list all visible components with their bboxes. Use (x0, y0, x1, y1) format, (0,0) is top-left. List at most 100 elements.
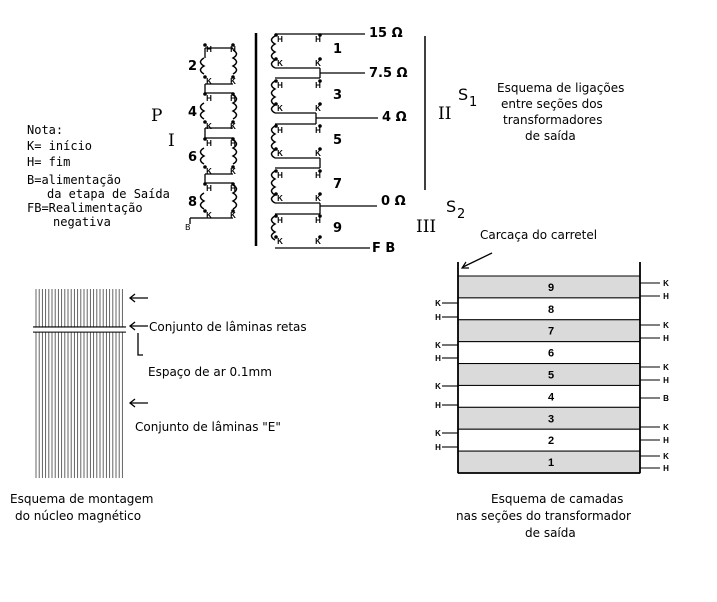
primary-mark-left-3: K (206, 122, 212, 131)
primary-mark-right-4: H (230, 139, 236, 148)
secondary-mark-left-1: K (277, 59, 283, 68)
note-title: Nota: (27, 123, 64, 137)
layer-lead-left-6: K (435, 429, 441, 438)
primary-letter: P (151, 106, 163, 126)
secondary-dot-right-6 (318, 169, 322, 173)
core-caption-line2: do núcleo magnético (15, 509, 142, 523)
note-h: H= fim (27, 155, 71, 169)
primary-dot-right-7 (231, 209, 235, 213)
secondary-mark-right-1: K (315, 59, 321, 68)
primary-dot-left-5 (203, 165, 207, 169)
secondary-mark-left-3: K (277, 104, 283, 113)
layers-caption-line3: de saída (525, 526, 576, 540)
secondary-mark-left-9: K (277, 237, 283, 246)
layer-number-6: 6 (548, 348, 554, 360)
layer-number-1: 1 (548, 457, 554, 469)
primary-section-6: 6 (188, 150, 198, 165)
secondary-mark-left-8: H (277, 216, 283, 225)
core-caption-line1: Esquema de montagem (10, 492, 154, 506)
tap-15-ohm: 15 Ω (369, 26, 403, 41)
primary-dot-left-0 (203, 43, 207, 47)
primary-dot-right-5 (231, 165, 235, 169)
s1-subscript: 1 (469, 95, 478, 110)
secondary-coils (270, 35, 277, 241)
secondary-dot-right-7 (318, 192, 322, 196)
primary-dot-left-7 (203, 209, 207, 213)
layer-lead-right-4: K (663, 363, 669, 372)
layer-number-4: 4 (548, 391, 555, 403)
primary-mark-right-1: K (230, 77, 236, 86)
primary-dot-left-1 (203, 75, 207, 79)
primary-mark-left-1: K (206, 77, 212, 86)
layer-number-9: 9 (548, 282, 554, 294)
primary-mark-right-6: H (230, 184, 236, 193)
secondary-dot-right-1 (318, 57, 322, 61)
layer-lead-right-8: H (663, 436, 669, 445)
secondary-mark-right-5: K (315, 149, 321, 158)
primary-mark-left-5: K (206, 167, 212, 176)
layer-lead-right-1: H (663, 292, 669, 301)
secondary-mark-left-4: H (277, 126, 283, 135)
secondary-mark-left-2: H (277, 81, 283, 90)
secondary-dot-left-2 (274, 79, 278, 83)
secondary-dot-left-8 (274, 214, 278, 218)
layer-lead-left-3: H (435, 354, 441, 363)
air-gap-label: Espaço de ar 0.1mm (148, 365, 272, 379)
primary-dot-right-6 (231, 182, 235, 186)
primary-dot-right-1 (231, 75, 235, 79)
secondary-section-5: 5 (333, 133, 343, 148)
s2-letter: S (446, 197, 457, 216)
straight-laminations-label: Conjunto de lâminas retas (149, 320, 307, 334)
secondary-section-7: 7 (333, 177, 343, 192)
layer-lead-left-4: K (435, 382, 441, 391)
secondary-dot-right-4 (318, 124, 322, 128)
secondary-section-3: 3 (333, 88, 343, 103)
layer-number-3: 3 (548, 413, 554, 425)
s2-roman: III (416, 217, 437, 237)
primary-mark-left-4: H (206, 139, 212, 148)
layer-lead-right-10: H (663, 464, 669, 473)
secondary-dot-left-9 (274, 235, 278, 239)
secondary-mark-right-7: K (315, 194, 321, 203)
secondary-mark-right-0: H (315, 35, 321, 44)
layer-lead-right-6: B (663, 394, 669, 403)
layer-number-8: 8 (548, 304, 554, 316)
secondary-dot-right-9 (318, 235, 322, 239)
secondary-dot-left-1 (274, 57, 278, 61)
secondary-dot-left-7 (274, 192, 278, 196)
secondary-dot-left-3 (274, 102, 278, 106)
secondary-dot-right-2 (318, 79, 322, 83)
core-lamination (33, 289, 126, 478)
primary-mark-left-0: H (206, 45, 212, 54)
primary-mark-left-6: H (206, 184, 212, 193)
note-b-line1: B=alimentação (27, 173, 121, 187)
secondary-section-1: 1 (333, 42, 343, 57)
note-fb-line1: FB=Realimentação (27, 201, 143, 215)
caption-connections-line3: transformadores (503, 113, 603, 127)
layer-lead-left-2: K (435, 341, 441, 350)
secondary-mark-left-6: H (277, 171, 283, 180)
note-b-line2: da etapa de Saída (47, 187, 170, 201)
layer-lead-right-7: K (663, 423, 669, 432)
layer-lead-right-5: H (663, 376, 669, 385)
secondary-dot-right-5 (318, 147, 322, 151)
secondary-dot-left-4 (274, 124, 278, 128)
layer-lead-right-3: H (663, 334, 669, 343)
layer-lead-right-9: K (663, 452, 669, 461)
primary-mark-right-5: K (230, 167, 236, 176)
secondary-mark-right-6: H (315, 171, 321, 180)
secondary-dot-right-0 (318, 33, 322, 37)
layers-caption-line1: Esquema de camadas (491, 492, 624, 506)
secondary-section-9: 9 (333, 221, 343, 236)
layers-caption-line2: nas seções do transformador (456, 509, 631, 523)
layer-lead-left-7: H (435, 443, 441, 452)
caption-connections-line1: Esquema de ligações (497, 81, 625, 95)
layer-number-7: 7 (548, 326, 554, 338)
primary-mark-right-2: H (230, 94, 236, 103)
primary-dot-right-0 (231, 43, 235, 47)
note-k: K= início (27, 139, 93, 153)
s2-subscript: 2 (457, 207, 466, 222)
tap-4-ohm: 4 Ω (382, 110, 407, 125)
